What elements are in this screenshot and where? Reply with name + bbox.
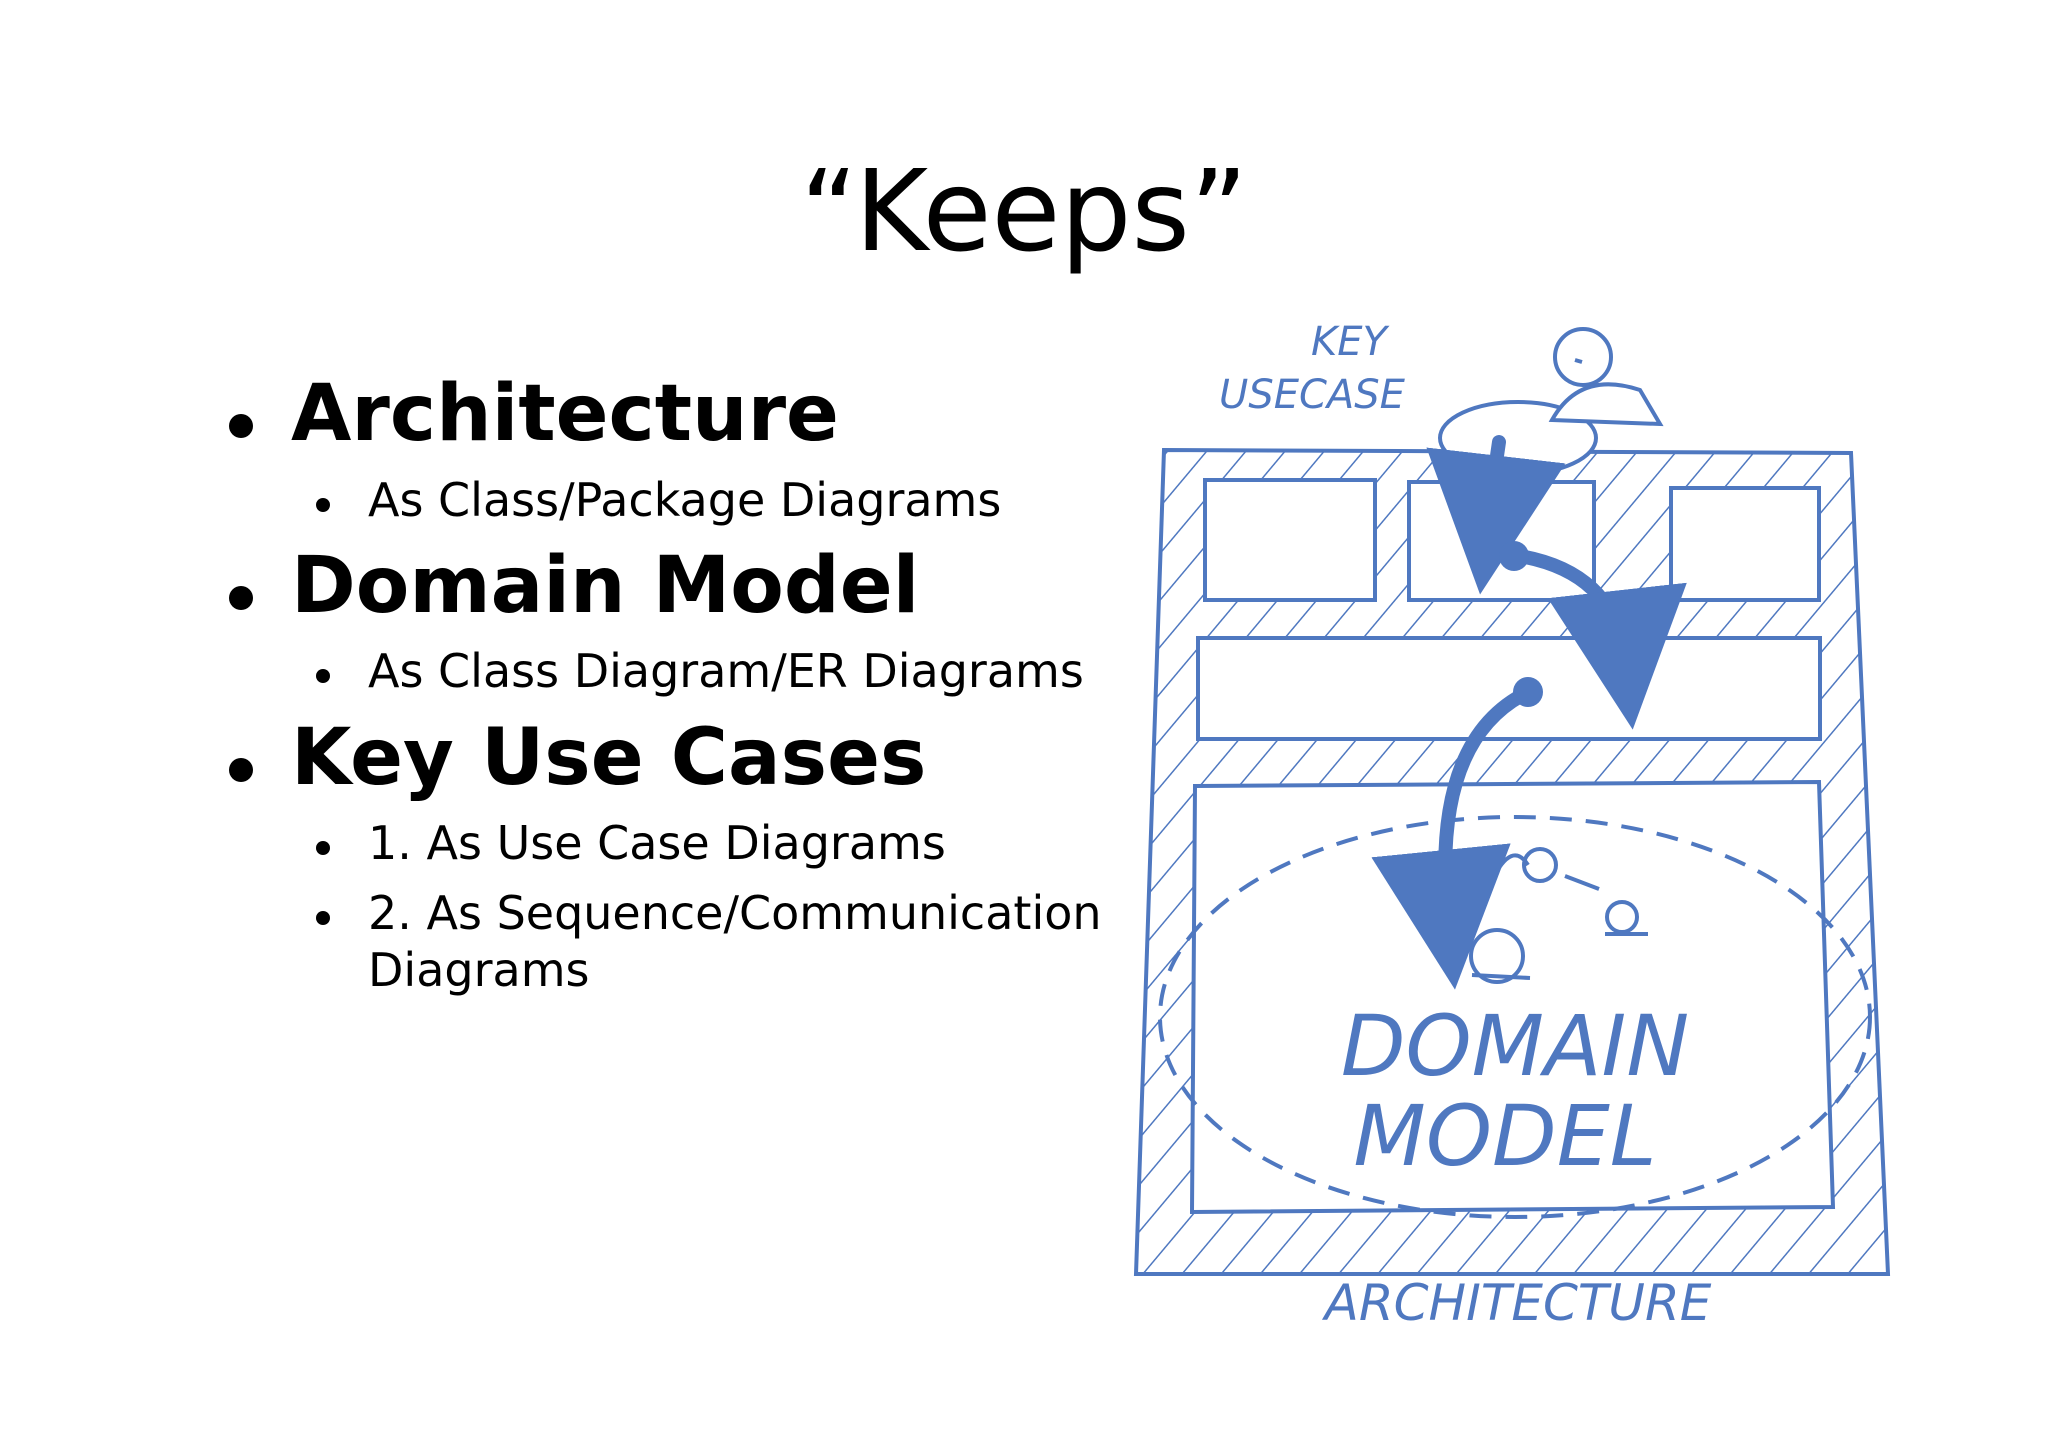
- flow-node-1: [1499, 541, 1529, 571]
- sub-bullet-class-er: As Class Diagram/ER Diagrams: [225, 643, 1145, 699]
- middle-layer: [1196, 636, 1822, 741]
- sub-bullet-sequence-communication: 2. As Sequence/Communication Diagrams: [225, 885, 1145, 997]
- bullet-architecture: Architecture: [225, 369, 1145, 460]
- domain-ellipse: [1158, 815, 1872, 1219]
- sketch-label-key: KEY: [1311, 320, 1391, 365]
- bullet-domain-model: Domain Model: [225, 541, 1145, 632]
- top-box-middle: [1407, 480, 1596, 602]
- domain-layer: [1189, 779, 1836, 1215]
- person-icon: [1548, 327, 1664, 427]
- flow-node-2: [1513, 677, 1543, 707]
- sketch-label-model: MODEL: [1353, 1087, 1656, 1185]
- sketch-label-domain: DOMAIN: [1341, 997, 1689, 1095]
- slide-title: “Keeps”: [800, 147, 1248, 277]
- bullet-key-use-cases: Key Use Cases: [225, 713, 1145, 804]
- sub-bullet-class-package: As Class/Package Diagrams: [225, 472, 1145, 528]
- architecture-sketch: KEY USECASE DOMAIN MODEL ARCHITECTURE: [1133, 320, 1891, 1332]
- top-box-right: [1669, 486, 1821, 602]
- sub-bullet-use-case-diagrams: 1. As Use Case Diagrams: [225, 815, 1145, 871]
- top-box-left: [1203, 478, 1377, 602]
- flow-arrow-path: [1371, 435, 1687, 990]
- domain-objects: [1469, 847, 1648, 984]
- sketch-label-usecase: USECASE: [1219, 372, 1406, 418]
- sketch-label-architecture: ARCHITECTURE: [1322, 1274, 1712, 1332]
- bullet-list: Architecture As Class/Package Diagrams D…: [225, 369, 1145, 1012]
